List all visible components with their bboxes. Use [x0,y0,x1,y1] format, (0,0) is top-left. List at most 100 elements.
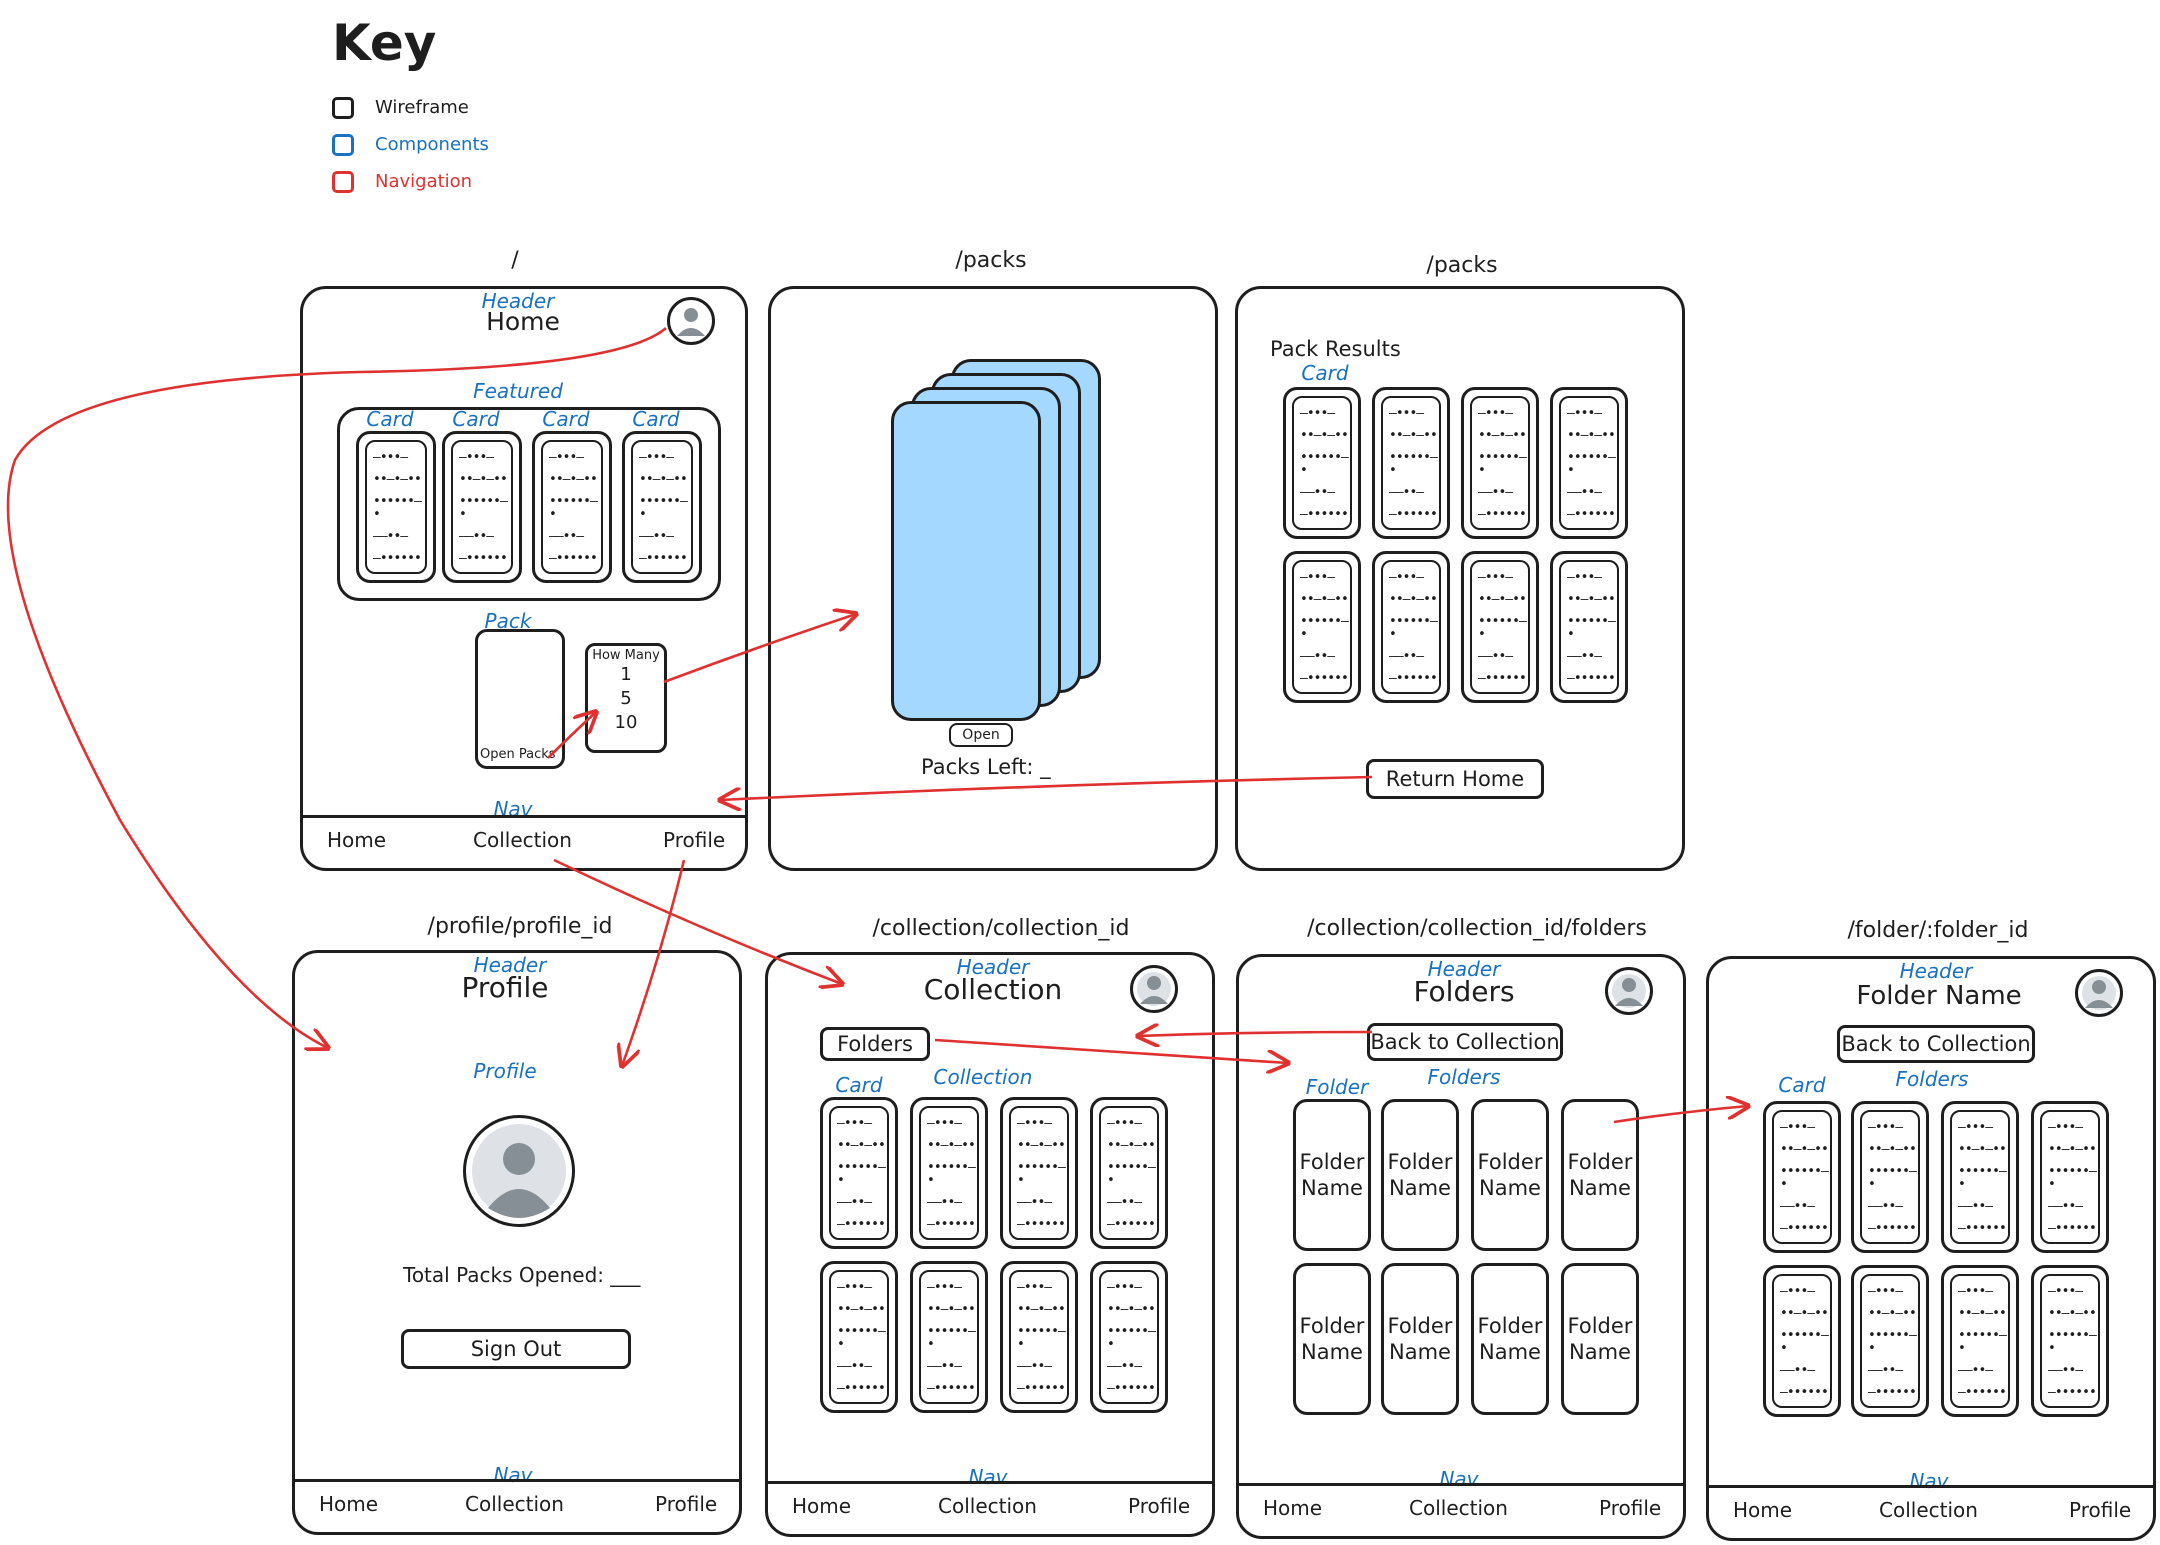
result-card[interactable]: —•••—••—•—••••••••—•——••——•••••• [1461,387,1539,539]
avatar-icon[interactable] [2075,969,2123,1017]
folders-label: Folders [1895,1067,1969,1091]
collection-card[interactable]: —•••—••—•—••••••••—•——••——•••••• [910,1097,988,1249]
nav-profile[interactable]: Profile [1128,1494,1191,1518]
folder-card[interactable]: —•••—••—•—••••••••—•——••——•••••• [1941,1101,2019,1253]
folders-button[interactable]: Folders [820,1027,930,1061]
nav-home[interactable]: Home [319,1492,379,1516]
how-many-selector[interactable]: How Many 1 5 10 [585,643,667,753]
result-card[interactable]: —•••—••—•—••••••••—•——••——•••••• [1283,551,1361,703]
folder-card[interactable]: —•••—••—•—••••••••—•——••——•••••• [1851,1101,1929,1253]
result-card[interactable]: —•••—••—•—••••••••—•——••——•••••• [1550,551,1628,703]
how-many-option[interactable]: 5 [620,688,632,709]
collection-card[interactable]: —•••—••—•—••••••••—•——••——•••••• [1000,1261,1078,1413]
profile-screen: Header Profile Profile Total Packs Opene… [292,950,742,1535]
how-many-title: How Many [592,648,660,663]
nav-profile[interactable]: Profile [655,1492,718,1516]
result-card[interactable]: —•••—••—•—••••••••—•——••——•••••• [1283,387,1361,539]
folder-card[interactable]: —•••—••—•—••••••••—•——••——•••••• [2031,1265,2109,1417]
header-label: Header [1899,959,1973,983]
collection-screen: Header Collection Folders Card Collectio… [765,952,1215,1537]
back-to-collection-button[interactable]: Back to Collection [1837,1025,2035,1063]
folder-card[interactable]: —•••—••—•—••••••••—•——••——•••••• [1763,1265,1841,1417]
avatar-icon[interactable] [1130,965,1178,1013]
card-label: Card [632,407,680,431]
featured-card[interactable]: —•••—••—•—••••••••—•——••——•••••• [442,431,522,583]
packs-results-screen: Pack Results Card —•••—••—•—••••••••—•——… [1235,286,1685,871]
route-home: / [511,248,519,273]
route-profile: /profile/profile_id [427,914,613,939]
packs-open-screen: Open Packs Left: _ [768,286,1218,871]
nav-profile[interactable]: Profile [663,828,726,852]
featured-card[interactable]: —•••—••—•—••••••••—•——••——•••••• [622,431,702,583]
featured-card[interactable]: —•••—••—•—••••••••—•——••——•••••• [356,431,436,583]
nav-home[interactable]: Home [1733,1498,1793,1522]
nav-bar: Home Collection Profile [295,1479,739,1532]
nav-home[interactable]: Home [792,1494,852,1518]
profile-avatar-icon [463,1115,575,1227]
key-navigation-swatch [332,171,354,193]
pack-stack[interactable] [891,359,1131,721]
nav-label: Nav [493,1463,533,1487]
collection-card[interactable]: —•••—••—•—••••••••—•——••——•••••• [820,1261,898,1413]
nav-profile[interactable]: Profile [1599,1496,1662,1520]
result-card[interactable]: —•••—••—•—••••••••—•——••——•••••• [1372,551,1450,703]
key-components-swatch [332,134,354,156]
result-card[interactable]: —•••—••—•—••••••••—•——••——•••••• [1550,387,1628,539]
pack-button-label: Open Packs [480,747,556,762]
sign-out-button[interactable]: Sign Out [401,1329,631,1369]
pack-results-heading: Pack Results [1270,337,1401,361]
key-navigation-label: Navigation [375,171,473,192]
card-label: Card [1778,1073,1826,1097]
collection-card[interactable]: —•••—••—•—••••••••—•——••——•••••• [1000,1097,1078,1249]
nav-bar: Home Collection Profile [1709,1485,2153,1538]
page-title: Collection [923,973,1063,1006]
key-title: Key [332,14,437,72]
collection-card[interactable]: —•••—••—•—••••••••—•——••——•••••• [1090,1097,1168,1249]
nav-collection[interactable]: Collection [1879,1498,1978,1522]
collection-card[interactable]: —•••—••—•—••••••••—•——••——•••••• [820,1097,898,1249]
key-components-label: Components [375,134,489,155]
card-label: Card [366,407,414,431]
pack-button[interactable]: Open Packs [475,629,565,769]
open-pack-button[interactable]: Open [949,723,1013,747]
folder-card[interactable]: —•••—••—•—••••••••—•——••——•••••• [1851,1265,1929,1417]
card-label: Card [835,1073,883,1097]
how-many-option[interactable]: 1 [620,664,632,685]
key-wireframe-swatch [332,97,354,119]
packs-left-text: Packs Left: _ [921,755,1051,779]
header-label: Header [1427,957,1501,981]
nav-collection[interactable]: Collection [938,1494,1037,1518]
card-label: Card [452,407,500,431]
back-to-collection-button[interactable]: Back to Collection [1367,1023,1563,1061]
nav-collection[interactable]: Collection [1409,1496,1508,1520]
folder-card[interactable]: —•••—••—•—••••••••—•——••——•••••• [1941,1265,2019,1417]
featured-label: Featured [473,379,563,403]
nav-collection[interactable]: Collection [473,828,572,852]
avatar-icon[interactable] [667,297,715,345]
nav-bar: Home Collection Profile [768,1481,1212,1534]
nav-bar: Home Collection Profile [303,815,745,868]
folder-card[interactable]: —•••—••—•—••••••••—•——••——•••••• [2031,1101,2109,1253]
nav-profile[interactable]: Profile [2069,1498,2132,1522]
nav-home[interactable]: Home [327,828,387,852]
collection-card[interactable]: —•••—••—•—••••••••—•——••——•••••• [1090,1261,1168,1413]
nav-collection[interactable]: Collection [465,1492,564,1516]
result-card[interactable]: —•••—••—•—••••••••—•——••——•••••• [1461,551,1539,703]
how-many-option[interactable]: 10 [614,712,638,733]
return-home-button[interactable]: Return Home [1366,759,1544,799]
featured-card[interactable]: —•••—••—•—••••••••—•——••——•••••• [532,431,612,583]
header-label: Header [481,289,555,313]
collection-card[interactable]: —•••—••—•—••••••••—•——••——•••••• [910,1261,988,1413]
folder-card[interactable]: —•••—••—•—••••••••—•——••——•••••• [1763,1101,1841,1253]
avatar-icon[interactable] [1605,967,1653,1015]
nav-home[interactable]: Home [1263,1496,1323,1520]
result-card[interactable]: —•••—••—•—••••••••—•——••——•••••• [1372,387,1450,539]
